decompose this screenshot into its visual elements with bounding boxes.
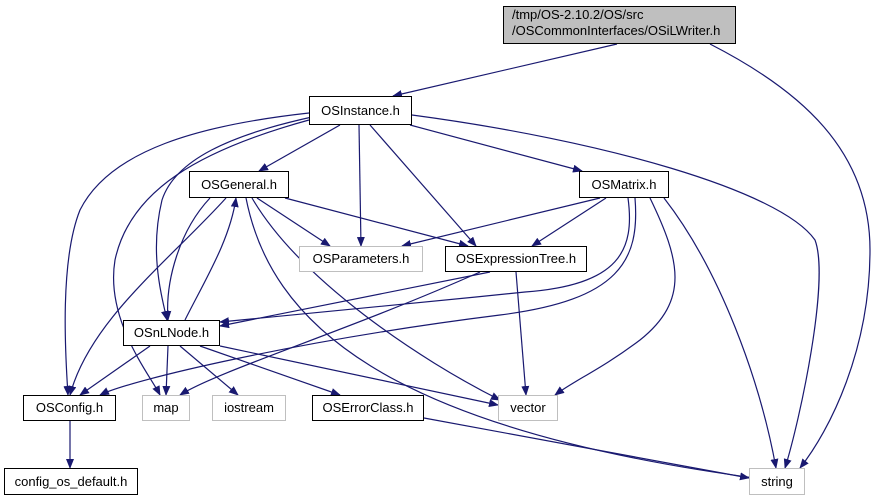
edge-osinstance-to-osexpressiontree [369,124,477,247]
edge-osnlnode-to-vector [219,345,499,408]
node-map[interactable]: map [142,395,190,421]
edge-osexpressiontree-to-osnlnode [219,271,491,329]
edge-osgeneral-to-vector [251,197,501,401]
edge-osinstance-to-osnlnode [155,116,313,321]
edge-osmatrix-to-osparameters [401,197,601,248]
edge-osgeneral-to-osparameters [256,197,331,247]
node-osmatrix[interactable]: OSMatrix.h [579,171,669,198]
node-vector[interactable]: vector [498,395,558,421]
node-osilwriter-root[interactable]: /tmp/OS-2.10.2/OS/src /OSCommonInterface… [503,6,736,44]
edge-osgeneral-to-string [245,197,771,483]
edge-osmatrix-to-osconfig [99,197,637,396]
edge-osinstance-to-osconfig [63,112,310,396]
root-path-line1: /tmp/OS-2.10.2/OS/src [512,7,644,22]
edge-osmatrix-to-string [663,197,779,469]
edge-osgeneral-to-osconfig [68,197,227,396]
node-osnlnode[interactable]: OSnLNode.h [123,320,220,346]
edge-osmatrix-to-osexpressiontree [531,197,607,247]
edge-osnlnode-to-oserrorclass [199,345,341,396]
edge-osinstance-to-map [113,119,310,396]
node-config-os-default[interactable]: config_os_default.h [4,468,138,495]
node-iostream[interactable]: iostream [212,395,286,421]
edge-root-to-string [709,43,871,469]
node-osconfig[interactable]: OSConfig.h [23,395,116,421]
edge-osmatrix-to-vector [554,197,676,396]
edge-osnlnode-to-map [162,345,171,396]
root-path-line2: /OSCommonInterfaces/OSiLWriter.h [512,23,721,38]
edge-osinstance-to-osparameters [356,124,365,247]
edge-oserrorclass-to-string [423,417,750,481]
node-oserrorclass[interactable]: OSErrorClass.h [312,395,424,421]
edge-osnlnode-to-osgeneral [184,197,239,321]
node-osinstance[interactable]: OSInstance.h [309,96,412,125]
node-osexpressiontree[interactable]: OSExpressionTree.h [445,246,587,272]
edge-osnlnode-to-osconfig [79,345,151,396]
node-osparameters[interactable]: OSParameters.h [299,246,423,272]
node-string[interactable]: string [749,468,805,495]
edge-osexpressiontree-to-map [179,271,481,396]
edge-osexpressiontree-to-vector [515,271,530,396]
edge-osgeneral-to-osnlnode [163,197,211,321]
edge-root-to-osinstance [392,43,618,98]
edge-osinstance-to-osgeneral [258,124,341,172]
edge-osinstance-to-string [411,114,820,469]
edges [63,43,871,483]
edge-osinstance-to-osmatrix [409,124,583,173]
edge-osmatrix-to-osnlnode [219,197,631,326]
edge-osnlnode-to-iostream [179,345,239,396]
node-osgeneral[interactable]: OSGeneral.h [189,171,289,198]
